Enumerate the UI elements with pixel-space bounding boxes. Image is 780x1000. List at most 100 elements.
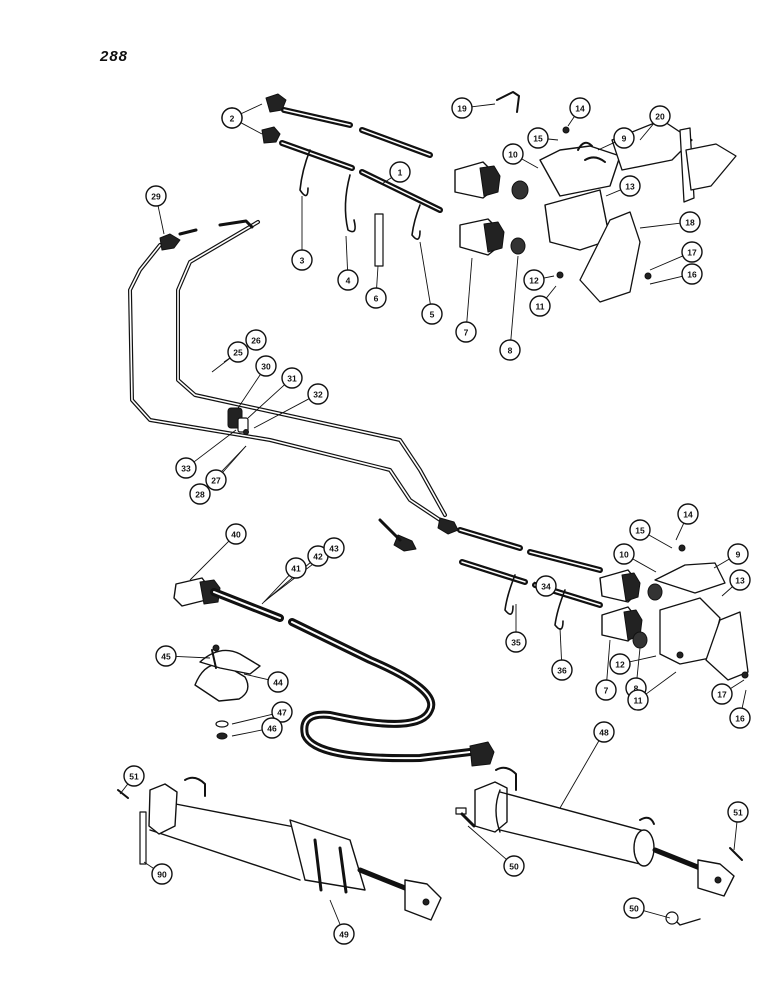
callout-36: 36 <box>551 659 573 681</box>
callout-12: 12 <box>523 269 545 291</box>
callout-30: 30 <box>255 355 277 377</box>
callout-number: 42 <box>313 552 323 562</box>
callout-circle <box>333 923 355 945</box>
callout-14: 14 <box>677 503 699 525</box>
leader-line <box>240 103 263 115</box>
callout-49: 49 <box>333 923 355 945</box>
leader-line <box>237 374 261 409</box>
leader-line <box>175 656 211 659</box>
callout-number: 16 <box>735 714 745 724</box>
callout-25: 25 <box>227 341 249 363</box>
callout-8: 8 <box>499 339 521 361</box>
leader-line <box>648 534 673 549</box>
hydraulic-cylinder-left <box>117 776 442 921</box>
hose-clamp <box>194 644 261 740</box>
callout-circle <box>255 355 277 377</box>
leader-line <box>629 655 657 663</box>
callout-circle <box>649 105 671 127</box>
callout-number: 10 <box>619 550 629 560</box>
callout-circle <box>502 143 524 165</box>
callout-circle <box>613 127 635 149</box>
callout-10: 10 <box>502 143 524 165</box>
callout-number: 35 <box>511 638 521 648</box>
callout-number: 18 <box>685 218 695 228</box>
callout-number: 28 <box>195 490 205 500</box>
leader-line <box>639 123 654 141</box>
callout-circle <box>727 543 749 565</box>
leader-line <box>419 241 431 305</box>
leader-line <box>559 627 562 661</box>
leader-line <box>119 783 129 795</box>
leader-line <box>733 821 738 851</box>
callout-3: 3 <box>291 249 313 271</box>
callout-circle <box>189 483 211 505</box>
leader-line <box>231 713 273 725</box>
callout-15: 15 <box>527 127 549 149</box>
leader-line <box>231 729 263 737</box>
callout-16: 16 <box>681 263 703 285</box>
steel-tube-lines <box>128 219 459 552</box>
callout-number: 51 <box>129 772 139 782</box>
lower-right-hose-assembly <box>457 527 749 681</box>
callout-circle <box>155 645 177 667</box>
callout-number: 43 <box>329 544 339 554</box>
leader-line <box>329 899 341 925</box>
page-number: 288 <box>100 48 129 65</box>
callout-circle <box>593 721 615 743</box>
callout-number: 90 <box>157 870 167 880</box>
upper-bracket-assembly <box>539 119 737 303</box>
callout-number: 4 <box>346 276 351 286</box>
callout-number: 49 <box>339 930 349 940</box>
leader-line <box>721 586 733 597</box>
callout-number: 26 <box>251 336 261 346</box>
leader-line <box>510 255 519 341</box>
callout-44: 44 <box>267 671 289 693</box>
leader-line <box>649 275 683 285</box>
callout-circle <box>123 765 145 787</box>
callout-number: 5 <box>430 310 435 320</box>
leader-line <box>645 671 677 695</box>
callout-number: 15 <box>635 526 645 536</box>
callout-circle <box>505 631 527 653</box>
leader-line <box>713 558 730 569</box>
callout-number: 32 <box>313 390 323 400</box>
callout-13: 13 <box>619 175 641 197</box>
callout-17: 17 <box>711 683 733 705</box>
callout-circle <box>421 303 443 325</box>
callout-1: 1 <box>389 161 411 183</box>
callout-circle <box>613 543 635 565</box>
leader-line <box>193 429 237 463</box>
callout-18: 18 <box>679 211 701 233</box>
callout-number: 9 <box>736 550 741 560</box>
callout-51: 51 <box>727 801 749 823</box>
leader-line <box>543 275 555 279</box>
callout-number: 50 <box>509 862 519 872</box>
callout-number: 8 <box>508 346 513 356</box>
callout-number: 29 <box>151 192 161 202</box>
callout-circle <box>609 653 631 675</box>
leader-line <box>567 116 575 127</box>
callout-number: 47 <box>277 708 287 718</box>
callout-27: 27 <box>205 469 227 491</box>
callout-35: 35 <box>505 631 527 653</box>
leader-line <box>559 740 600 809</box>
callout-46: 46 <box>261 717 283 739</box>
leader-line <box>636 647 641 679</box>
callout-50: 50 <box>623 897 645 919</box>
callout-circle <box>627 689 649 711</box>
callout-circle <box>711 683 733 705</box>
callout-number: 15 <box>533 134 543 144</box>
leader-line <box>547 138 559 141</box>
callout-number: 3 <box>300 256 305 266</box>
callout-circle <box>389 161 411 183</box>
callout-5: 5 <box>421 303 443 325</box>
callout-number: 41 <box>291 564 301 574</box>
leader-line <box>157 205 165 235</box>
callout-number: 20 <box>655 112 665 122</box>
callout-circle <box>551 659 573 681</box>
callout-circle <box>245 329 267 351</box>
callout-number: 36 <box>557 666 567 676</box>
callout-circle <box>365 287 387 309</box>
